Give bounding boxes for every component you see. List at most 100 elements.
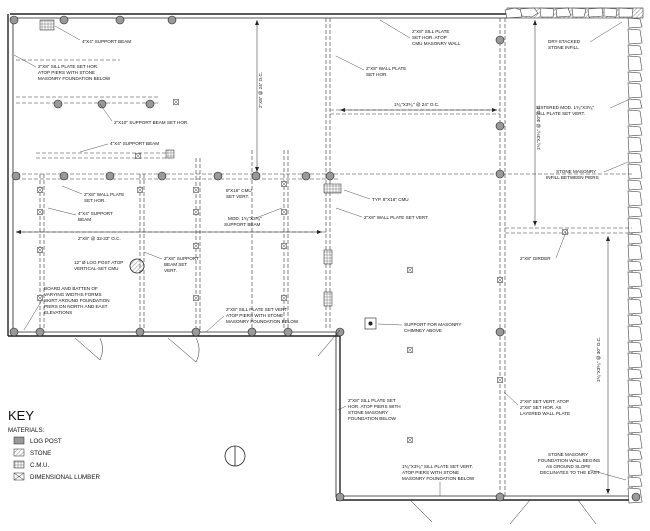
lumber-pier (37, 187, 43, 193)
log-post-marker (135, 327, 145, 337)
svg-text:MOD. 1⁵⁄₈"X3⁵⁄₈": MOD. 1⁵⁄₈"X3⁵⁄₈" (228, 216, 262, 221)
svg-text:2"X8" SUPPORT: 2"X8" SUPPORT (164, 256, 199, 261)
svg-text:DECLINATES TO THE EAST: DECLINATES TO THE EAST (540, 470, 600, 475)
log-post-marker (213, 171, 223, 181)
door-swings (74, 329, 597, 525)
log-post-marker (9, 327, 19, 337)
svg-text:STONE MASONRY: STONE MASONRY (548, 452, 588, 457)
svg-text:STONE MASONRY: STONE MASONRY (348, 410, 388, 415)
label-beam-2x8-vert: 2"X8" SUPPORT BEAM SET VERT. (164, 256, 199, 273)
label-wall-plate-left: 2"X8" WALL PLATE SET HOR. (84, 192, 124, 203)
svg-text:DRY-STACKED: DRY-STACKED (548, 39, 581, 44)
lumber-pier (281, 243, 287, 249)
north-arrow (224, 445, 246, 467)
label-sill-bottom-mid: 1⁵⁄₈"X3⁵⁄₈" SILL PLATE SET VERT. ATOP PI… (402, 464, 475, 481)
large-log-post (129, 258, 145, 274)
label-beam-4x4-left: 4"X4" SUPPORT BEAM (78, 211, 113, 222)
label-chimney: SUPPORT FOR MASONRY CHIMNEY ABOVE (404, 322, 461, 333)
log-post-marker (105, 171, 115, 181)
svg-text:SKIRT AROUND FOUNDATION: SKIRT AROUND FOUNDATION (44, 298, 110, 303)
svg-text:2"X8" SET HOR. AS: 2"X8" SET HOR. AS (520, 405, 561, 410)
svg-text:4"X4" SUPPORT: 4"X4" SUPPORT (78, 211, 113, 216)
svg-text:ATOP PIERS WITH STONE: ATOP PIERS WITH STONE (226, 313, 283, 318)
lumber-pier (281, 181, 287, 187)
svg-text:FOUNDATION BELOW: FOUNDATION BELOW (348, 416, 397, 421)
svg-text:2"X8" SILL PLATE SET: 2"X8" SILL PLATE SET (348, 398, 396, 403)
svg-text:BOARD AND BATTEN OF: BOARD AND BATTEN OF (44, 286, 98, 291)
stone-masonry-wall (504, 7, 644, 504)
label-foundation-wall: STONE MASONRY FOUNDATION WALL BEGINS AS … (538, 452, 600, 475)
lumber-pier (407, 267, 413, 273)
log-post-marker (157, 171, 167, 181)
label-sill-mid: 2"X8" SILL PLATE SET HOR. ATOP PIERS WIT… (348, 398, 401, 421)
svg-text:ATOP PIERS WITH STONE: ATOP PIERS WITH STONE (38, 70, 95, 75)
lumber-pier (135, 153, 141, 159)
label-joists-right: 1⁵⁄₈"X3⁵⁄₈" @ 30" O.C. (536, 105, 541, 150)
label-mod-beam: MOD. 1⁵⁄₈"X3⁵⁄₈" SUPPORT BEAM (224, 216, 262, 227)
lumber-pier (37, 247, 43, 253)
svg-text:1⁵⁄₈"X3⁵⁄₈" SILL PLATE SET VER: 1⁵⁄₈"X3⁵⁄₈" SILL PLATE SET VERT. (402, 464, 473, 469)
lumber-pier (37, 295, 43, 301)
label-cmu-typ: TYP. 8"X16" CMU (372, 197, 409, 202)
svg-text:FOUNDATION WALL BEGINS: FOUNDATION WALL BEGINS (538, 458, 600, 463)
label-beam-4x4-top: 4"X4" SUPPORT BEAM (82, 39, 131, 44)
svg-text:2"X8" WALL PLATE: 2"X8" WALL PLATE (84, 192, 124, 197)
log-post-marker (335, 492, 345, 502)
svg-text:ELEVATIONS: ELEVATIONS (44, 310, 72, 315)
log-post-marker (335, 327, 345, 337)
log-post-marker (9, 15, 19, 25)
label-beam-4x4-mid: 4"X4" SUPPORT BEAM (110, 141, 159, 146)
svg-text:MASONRY FOUNDATION BELOW: MASONRY FOUNDATION BELOW (38, 76, 111, 81)
label-joists-right-low: 1⁵⁄₈"X3⁵⁄₈" @ 30" O.C. (596, 337, 601, 382)
stone-swatch (13, 448, 25, 457)
lumber-pier (281, 295, 287, 301)
svg-text:SILL PLATE SET VERT.: SILL PLATE SET VERT. (536, 111, 585, 116)
log-posts (9, 15, 641, 502)
lumber-pier (562, 229, 568, 235)
log-post-marker (59, 171, 69, 181)
svg-text:BEAM SET: BEAM SET (164, 262, 187, 267)
lumber-pier (193, 295, 199, 301)
cmu-blocks (39, 19, 377, 330)
log-post-marker (495, 169, 505, 179)
label-stone-infill-piers: STONE MASONRY INFILL BETWEEN PIERS (546, 169, 599, 180)
dimension-lines (16, 20, 610, 494)
svg-text:LAYERED WALL PLATE: LAYERED WALL PLATE (520, 411, 570, 416)
log-post-marker (167, 15, 177, 25)
lumber-pier (137, 187, 143, 193)
log-post-marker (11, 171, 21, 181)
svg-text:SET VERT.: SET VERT. (226, 194, 249, 199)
key-item-log-post: LOG POST (30, 438, 62, 445)
label-sistered: SISTERED MOD. 1⁵⁄₈"X3⁵⁄₈" SILL PLATE SET… (536, 105, 594, 116)
svg-text:VARYING WIDTHS FORMS: VARYING WIDTHS FORMS (44, 292, 102, 297)
lumber-pier (407, 437, 413, 443)
lumber-pier (193, 209, 199, 215)
log-post-marker (283, 327, 293, 337)
svg-text:2"X8" SILL PLATE SET HOR.: 2"X8" SILL PLATE SET HOR. (38, 64, 98, 69)
log-post-marker (97, 99, 107, 109)
label-joists-mid: 1⁵⁄₈"X3⁵⁄₈" @ 24" O.C. (394, 102, 439, 107)
label-girder: 2"X8" GIRDER (520, 256, 551, 261)
label-stone-infill-top: DRY-STACKED STONE INFILL (548, 39, 581, 50)
key-item-cmu: C.M.U. (30, 462, 50, 469)
lumber-swatch (13, 472, 25, 481)
label-cmu-vert: 8"X16" CMU SET VERT. (226, 188, 252, 199)
svg-text:SUPPORT FOR MASONRY: SUPPORT FOR MASONRY (404, 322, 461, 327)
label-sill-top-left: 2"X8" SILL PLATE SET HOR. ATOP PIERS WIT… (38, 64, 111, 81)
label-skirt: BOARD AND BATTEN OF VARYING WIDTHS FORMS… (44, 286, 110, 315)
svg-text:SUPPORT BEAM: SUPPORT BEAM (224, 222, 261, 227)
label-beam-2x10: 2"X10" SUPPORT BEAM SET HOR. (114, 120, 189, 125)
log-post-marker (495, 492, 505, 502)
lumber-pier (37, 209, 43, 215)
log-post-marker (325, 171, 335, 181)
annotations: 4"X4" SUPPORT BEAM 2"X8" SILL PLATE SET … (13, 19, 629, 496)
log-post-marker (495, 35, 505, 45)
lumber-pier (497, 277, 503, 283)
log-post-marker (35, 327, 45, 337)
svg-text:SET HOR. ATOP: SET HOR. ATOP (412, 35, 447, 40)
lumber-pier (193, 187, 199, 193)
svg-text:CMU MASONRY WALL: CMU MASONRY WALL (412, 41, 461, 46)
svg-text:STONE INFILL: STONE INFILL (548, 45, 579, 50)
cmu-swatch (13, 460, 25, 469)
